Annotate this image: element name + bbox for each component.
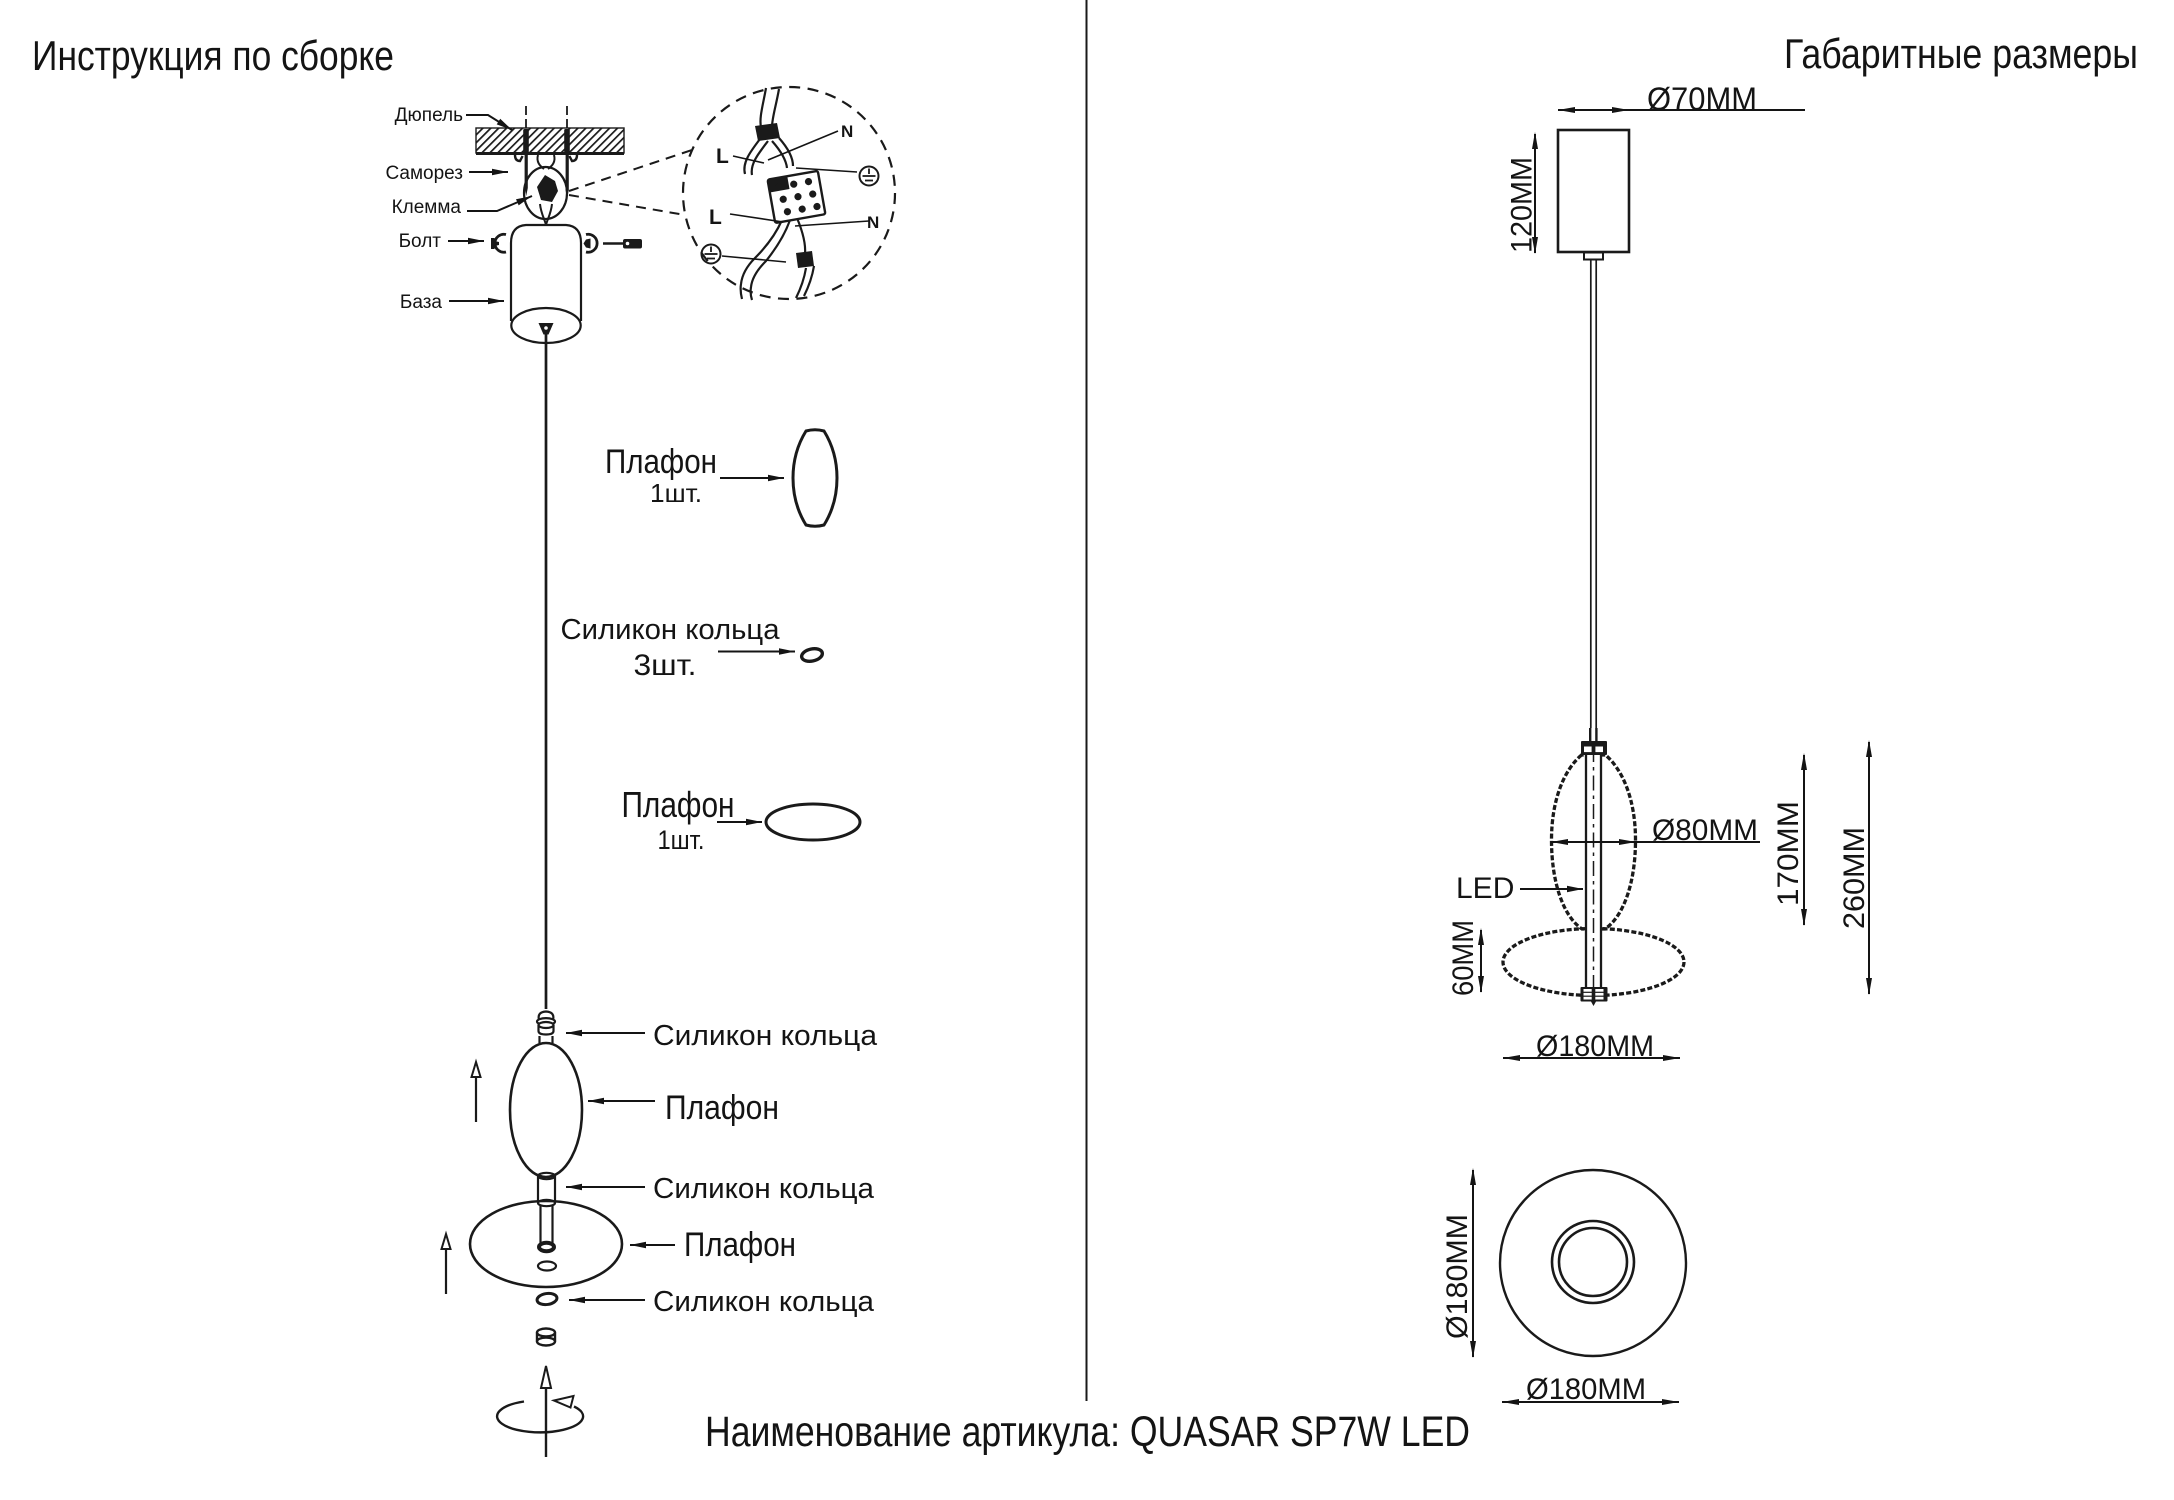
svg-text:N: N bbox=[841, 122, 853, 141]
svg-text:170MM: 170MM bbox=[1772, 801, 1805, 906]
svg-text:260MM: 260MM bbox=[1838, 827, 1871, 929]
svg-text:Саморез: Саморез bbox=[385, 163, 463, 184]
svg-text:Ø180MM: Ø180MM bbox=[1536, 1030, 1654, 1063]
svg-text:База: База bbox=[400, 292, 443, 313]
svg-text:Ø70MM: Ø70MM bbox=[1647, 81, 1757, 117]
svg-text:Дюпель: Дюпель bbox=[395, 105, 463, 126]
svg-text:1шт.: 1шт. bbox=[658, 825, 705, 855]
svg-text:Клемма: Клемма bbox=[392, 197, 462, 218]
svg-text:Болт: Болт bbox=[399, 231, 442, 252]
svg-text:3шт.: 3шт. bbox=[634, 649, 697, 682]
svg-text:Ø180MM: Ø180MM bbox=[1441, 1214, 1474, 1339]
svg-text:Силикон кольца: Силикон кольца bbox=[561, 614, 781, 646]
svg-text:N: N bbox=[867, 213, 879, 232]
svg-text:Плафон: Плафон bbox=[684, 1226, 796, 1264]
svg-text:L: L bbox=[716, 145, 729, 168]
svg-text:Ø80MM: Ø80MM bbox=[1652, 814, 1758, 847]
svg-text:Инструкция по сборке: Инструкция по сборке bbox=[32, 32, 394, 79]
svg-text:Габаритные размеры: Габаритные размеры bbox=[1784, 30, 2138, 77]
svg-text:L: L bbox=[709, 206, 722, 229]
svg-text:Плафон: Плафон bbox=[665, 1089, 779, 1127]
svg-text:60MM: 60MM bbox=[1447, 920, 1480, 996]
svg-text:LED: LED bbox=[1456, 872, 1514, 905]
svg-text:Силикон кольца: Силикон кольца bbox=[653, 1020, 878, 1052]
svg-text:Силикон кольца: Силикон кольца bbox=[653, 1286, 875, 1318]
svg-text:120MM: 120MM bbox=[1506, 157, 1539, 253]
svg-text:Плафон: Плафон bbox=[622, 784, 735, 825]
svg-text:Плафон: Плафон bbox=[605, 443, 717, 481]
svg-text:Силикон кольца: Силикон кольца bbox=[653, 1173, 875, 1205]
svg-text:Ø180MM: Ø180MM bbox=[1526, 1373, 1646, 1406]
svg-text:Наименование артикула: QUASAR: Наименование артикула: QUASAR SP7W LED bbox=[705, 1408, 1470, 1456]
svg-text:1шт.: 1шт. bbox=[650, 478, 702, 508]
